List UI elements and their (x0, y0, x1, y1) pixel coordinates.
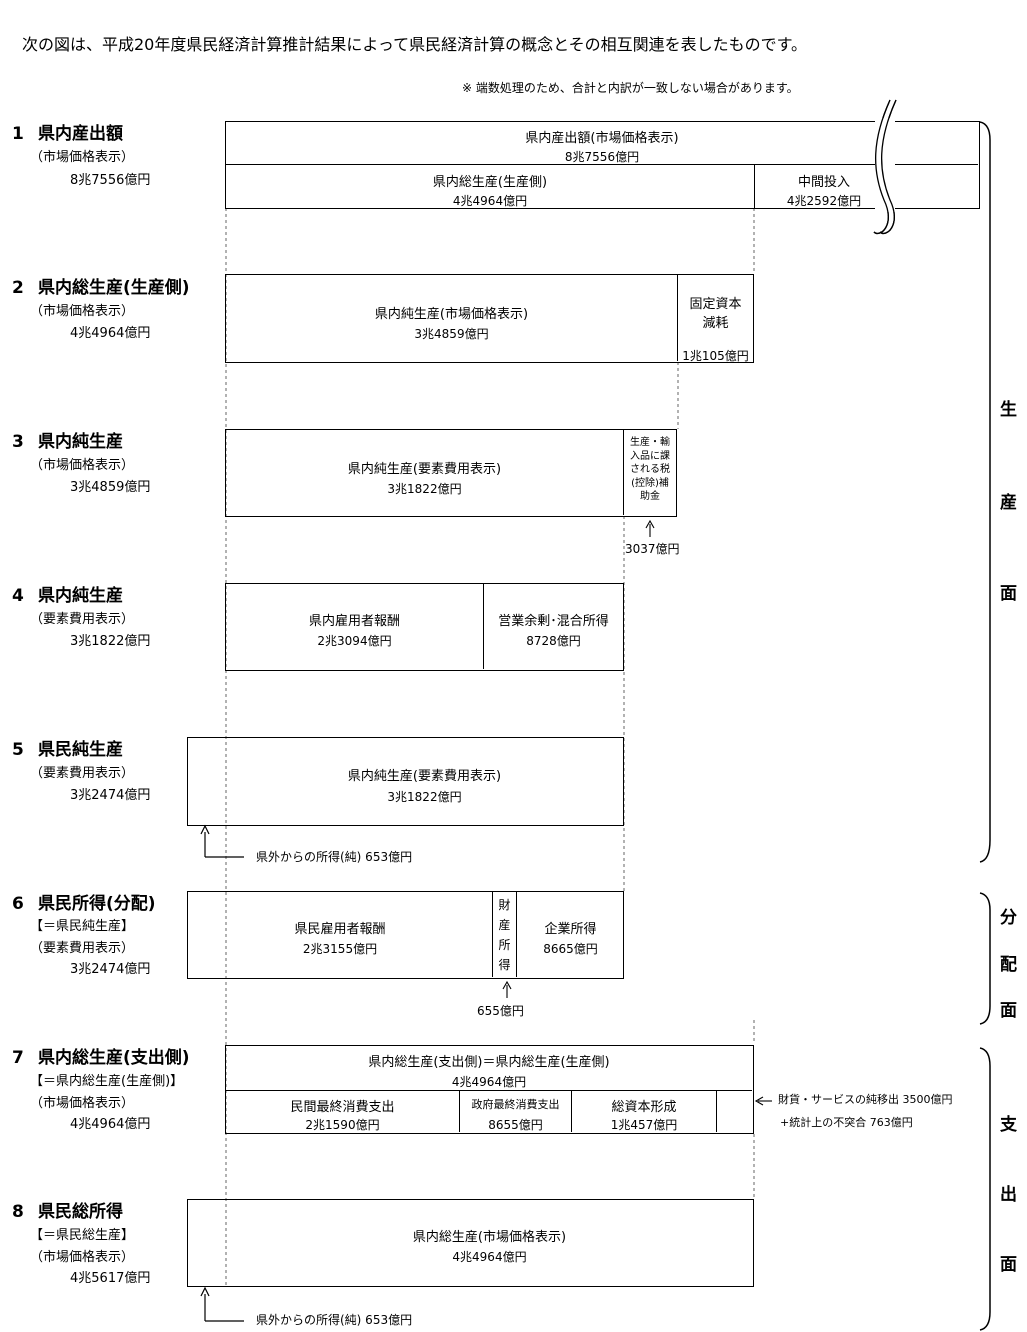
gni-inner-label: 県内総生産(市場価格表示) (412, 1230, 567, 1245)
depreciation-label-1: 固定資本 (689, 297, 742, 312)
gdp-production-value: 4兆4964億円 (452, 194, 528, 208)
operating-surplus-label: 営業余剰･混合所得 (498, 614, 609, 629)
enterprise-income-value: 8665億円 (543, 942, 598, 956)
domestic-compensation-label: 県内雇用者報酬 (308, 614, 400, 629)
gross-output-label: 県内産出額(市場価格表示) (525, 131, 679, 146)
government-consumption-label: 政府最終消費支出 (471, 1098, 560, 1111)
nnp-inner-value: 3兆1822億円 (387, 790, 462, 804)
net-income-from-outside-note: 県外からの所得(純) 653億円 (256, 850, 413, 864)
bracket-production (979, 121, 991, 863)
capital-formation-label: 総資本形成 (611, 1100, 677, 1115)
arrow-up-icon (502, 980, 512, 990)
ndp-market-value: 3兆4859億円 (414, 327, 489, 341)
gdp-production-label: 県内総生産(生産側) (432, 175, 548, 190)
taxes-less-subsidies-label: 生産・輸 入品に課 される税 (控除)補 助金 (630, 437, 670, 502)
operating-surplus-value: 8728億円 (526, 634, 581, 648)
ndp-factor-label: 県内純生産(要素費用表示) (347, 462, 502, 477)
rounding-note: ※ 端数処理のため、合計と内訳が一致しない場合があります。 (462, 81, 799, 95)
gross-output-value: 8兆7556億円 (564, 150, 640, 164)
box-gross-national-income: 県内総生産(市場価格表示) 4兆4964億円 (187, 1199, 754, 1287)
box-ndp-factor: 県内雇用者報酬 2兆3094億円 営業余剰･混合所得 8728億円 (225, 583, 624, 671)
arrow-up-icon (645, 519, 655, 529)
enterprise-income-label: 企業所得 (544, 922, 597, 937)
private-consumption-value: 2兆1590億円 (305, 1118, 380, 1132)
arrow-left-icon (754, 1096, 764, 1106)
intermediate-input-label: 中間投入 (797, 175, 850, 190)
arrow-up-icon (200, 1286, 210, 1297)
bracket-expenditure (979, 1047, 991, 1331)
box-gross-output: 県内産出額(市場価格表示) 8兆7556億円 県内総生産(生産側) 4兆4964… (225, 121, 980, 209)
net-exports-note: 財貨・サービスの純移出 3500億円 (778, 1093, 953, 1106)
ndp-market-label: 県内純生産(市場価格表示) (374, 307, 529, 322)
box-nnp: 県内純生産(要素費用表示) 3兆1822億円 (187, 737, 624, 826)
gni-inner-value: 4兆4964億円 (452, 1250, 527, 1264)
gni-income-from-outside-note: 県外からの所得(純) 653億円 (256, 1313, 413, 1327)
gdp-expenditure-label: 県内総生産(支出側)＝県内総生産(生産側) (368, 1055, 610, 1070)
intermediate-input-value: 4兆2592億円 (786, 194, 862, 208)
domestic-compensation-value: 2兆3094億円 (317, 634, 392, 648)
resident-compensation-label: 県民雇用者報酬 (294, 922, 386, 937)
gdp-expenditure-value: 4兆4964億円 (451, 1075, 527, 1089)
government-consumption-value: 8655億円 (488, 1118, 543, 1132)
intro-text: 次の図は、平成20年度県民経済計算推計結果によって県民経済計算の概念とその相互関… (22, 35, 808, 54)
box-gdp-production: 県内純生産(市場価格表示) 3兆4859億円 固定資本 減耗 1兆105億円 (225, 274, 754, 363)
box-ndp-market: 県内純生産(要素費用表示) 3兆1822億円 生産・輸 入品に課 される税 (控… (225, 429, 677, 517)
taxes-less-subsidies-value: 3037億円 (625, 542, 680, 556)
box-gdp-expenditure: 県内総生産(支出側)＝県内総生産(生産側) 4兆4964億円 民間最終消費支出 … (225, 1045, 754, 1134)
depreciation-label-2: 減耗 (702, 316, 729, 331)
nnp-inner-label: 県内純生産(要素費用表示) (347, 769, 502, 784)
box-prefectural-income: 県民雇用者報酬 2兆3155億円 財 産 所 得 企業所得 8665億円 (187, 891, 624, 979)
break-gap (875, 118, 895, 212)
statistical-discrepancy-note: +統計上の不突合 763億円 (780, 1116, 913, 1129)
depreciation-value: 1兆105億円 (682, 349, 749, 363)
bracket-distribution (979, 892, 991, 1025)
property-income-label: 財 産 所 得 (498, 898, 511, 972)
property-income-value: 655億円 (477, 1004, 524, 1018)
capital-formation-value: 1兆457億円 (610, 1118, 678, 1132)
ndp-factor-value: 3兆1822億円 (387, 482, 462, 496)
private-consumption-label: 民間最終消費支出 (290, 1100, 395, 1115)
resident-compensation-value: 2兆3155億円 (302, 942, 378, 956)
arrow-up-icon (200, 824, 210, 835)
